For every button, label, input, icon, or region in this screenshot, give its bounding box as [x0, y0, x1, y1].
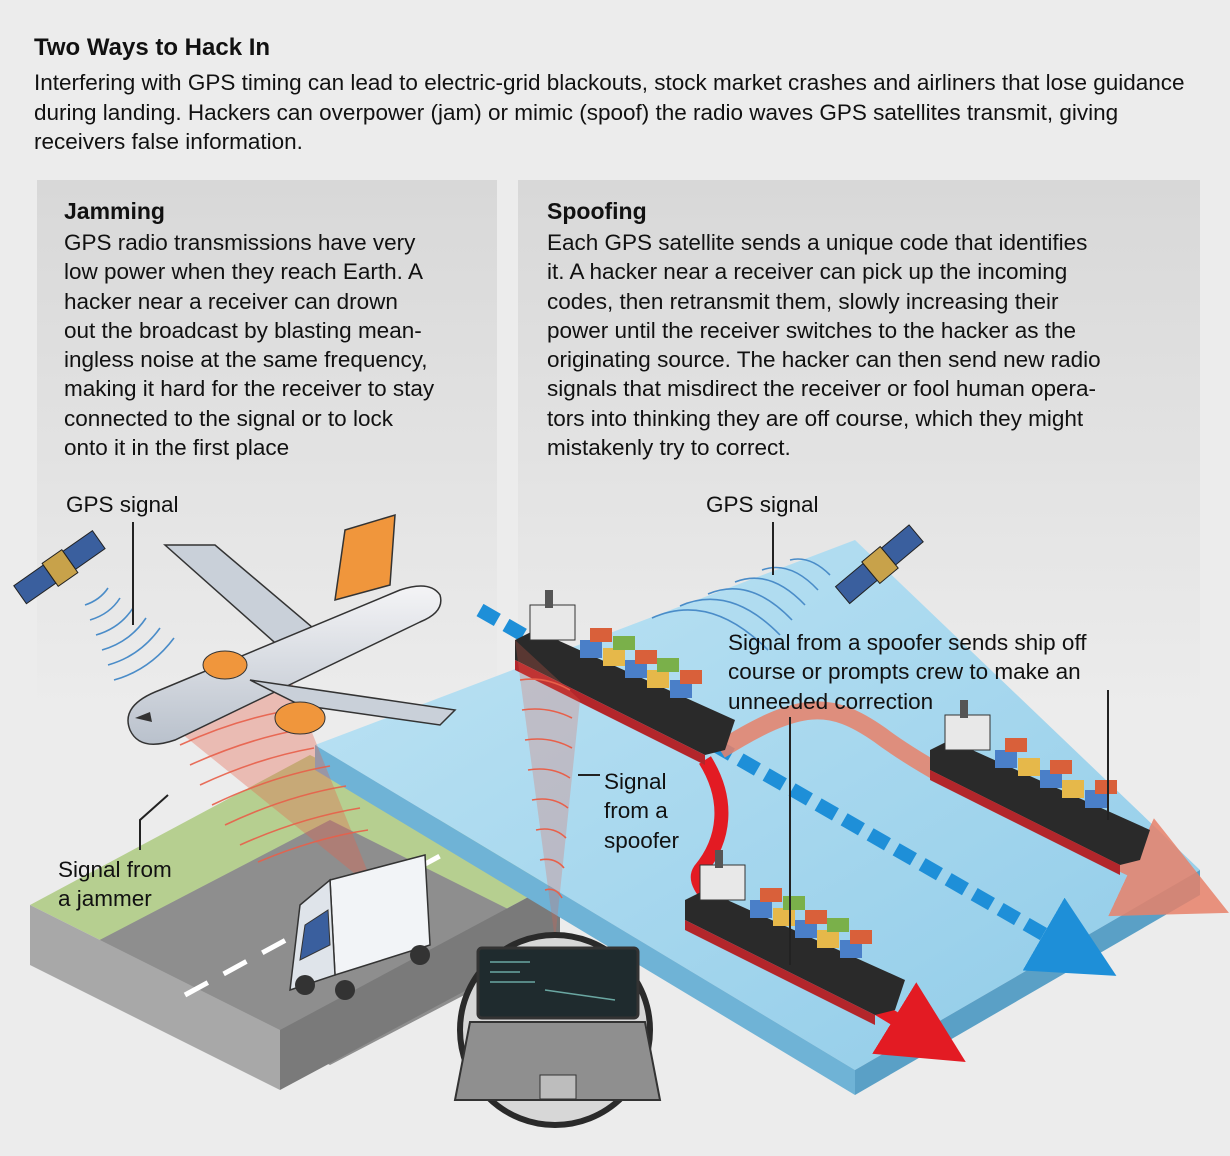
- jamming-line: onto it in the first place: [64, 435, 290, 461]
- laptop-screen: [476, 946, 640, 1020]
- ship-spoofed: [685, 850, 905, 1025]
- ship-course-label-line: unneeded correction: [728, 688, 934, 714]
- airplane-fuselage: [127, 585, 442, 745]
- spoofer-label-line: from a: [604, 798, 668, 824]
- spoofing-line: it. A hacker near a receiver can pick up…: [547, 259, 1068, 285]
- gps-signal-label-right: GPS signal: [706, 492, 819, 517]
- jammer-label-line: Signal from: [58, 857, 172, 882]
- gps-signal-label-left: GPS signal: [66, 492, 179, 517]
- spoofer-label-line: Signal: [604, 769, 667, 794]
- airplane-engine-far: [202, 650, 248, 680]
- spoofing-body: Each GPS satellite sends a unique code t…: [547, 228, 1197, 462]
- jamming-line: hacker near a receiver can drown: [64, 288, 398, 314]
- spoofing-line: signals that misdirect the receiver or f…: [547, 376, 1097, 402]
- spoofer-label-line: spoofer: [604, 827, 680, 853]
- gps-signal-left-arcs: [84, 587, 175, 681]
- airplane: [127, 513, 457, 745]
- jammer-arcs: [169, 694, 369, 863]
- airplane-cockpit: [135, 712, 152, 722]
- jammer-label: Signal from a jammer: [58, 855, 172, 914]
- laptop-inset: [453, 932, 662, 1128]
- jamming-line: making it hard for the receiver to stay: [64, 376, 435, 402]
- jammer-truck: [289, 854, 431, 1000]
- airplane-tail: [334, 513, 396, 602]
- satellite-right: [834, 524, 924, 605]
- jamming-line: ingless noise at the same frequency,: [64, 347, 428, 373]
- spoofing-line: Each GPS satellite sends a unique code t…: [547, 230, 1088, 255]
- satellite-left: [13, 529, 106, 605]
- spoofing-line: codes, then retransmit them, slowly incr…: [547, 288, 1059, 314]
- intro-text: Interfering with GPS timing can lead to …: [34, 70, 1185, 154]
- leader-lines: [132, 522, 1109, 965]
- ship-course-label: Signal from a spoofer sends ship off cou…: [728, 628, 1087, 716]
- true-course-path: [476, 603, 1117, 976]
- gps-signal-right-arcs: [651, 558, 831, 651]
- jamming-title: Jamming: [64, 198, 165, 224]
- ship-corrected: [930, 700, 1150, 875]
- spoofing-title: Spoofing: [547, 198, 647, 224]
- ship-course-label-line: Signal from a spoofer sends ship off: [728, 630, 1087, 655]
- jamming-line: out the broadcast by blasting mean-: [64, 317, 422, 343]
- ship-course-label-line: course or prompts crew to make an: [728, 659, 1081, 685]
- jamming-body: GPS radio transmissions have very low po…: [64, 228, 494, 462]
- airplane-wing-near: [249, 679, 457, 726]
- spoofing-line: originating source. The hacker can then …: [547, 347, 1101, 373]
- laptop-keyboard: [453, 1021, 662, 1101]
- spoofing-line: tors into thinking they are off course, …: [547, 405, 1084, 431]
- jamming-line: connected to the signal or to lock: [64, 405, 393, 431]
- jamming-line: GPS radio transmissions have very: [64, 230, 416, 255]
- jamming-line: low power when they reach Earth. A: [64, 259, 423, 285]
- spoofer-arcs: [519, 678, 573, 899]
- ground-block: [30, 755, 570, 1090]
- spoofing-line: mistakenly try to correct.: [547, 435, 791, 461]
- spoofing-line: power until the receiver switches to the…: [547, 317, 1077, 343]
- page-title: Two Ways to Hack In: [34, 34, 271, 61]
- jammer-label-line: a jammer: [58, 886, 152, 912]
- laptop-trackpad: [539, 1074, 577, 1100]
- airplane-engine-near: [274, 701, 326, 735]
- spoofer-label: Signal from a spoofer: [604, 767, 679, 855]
